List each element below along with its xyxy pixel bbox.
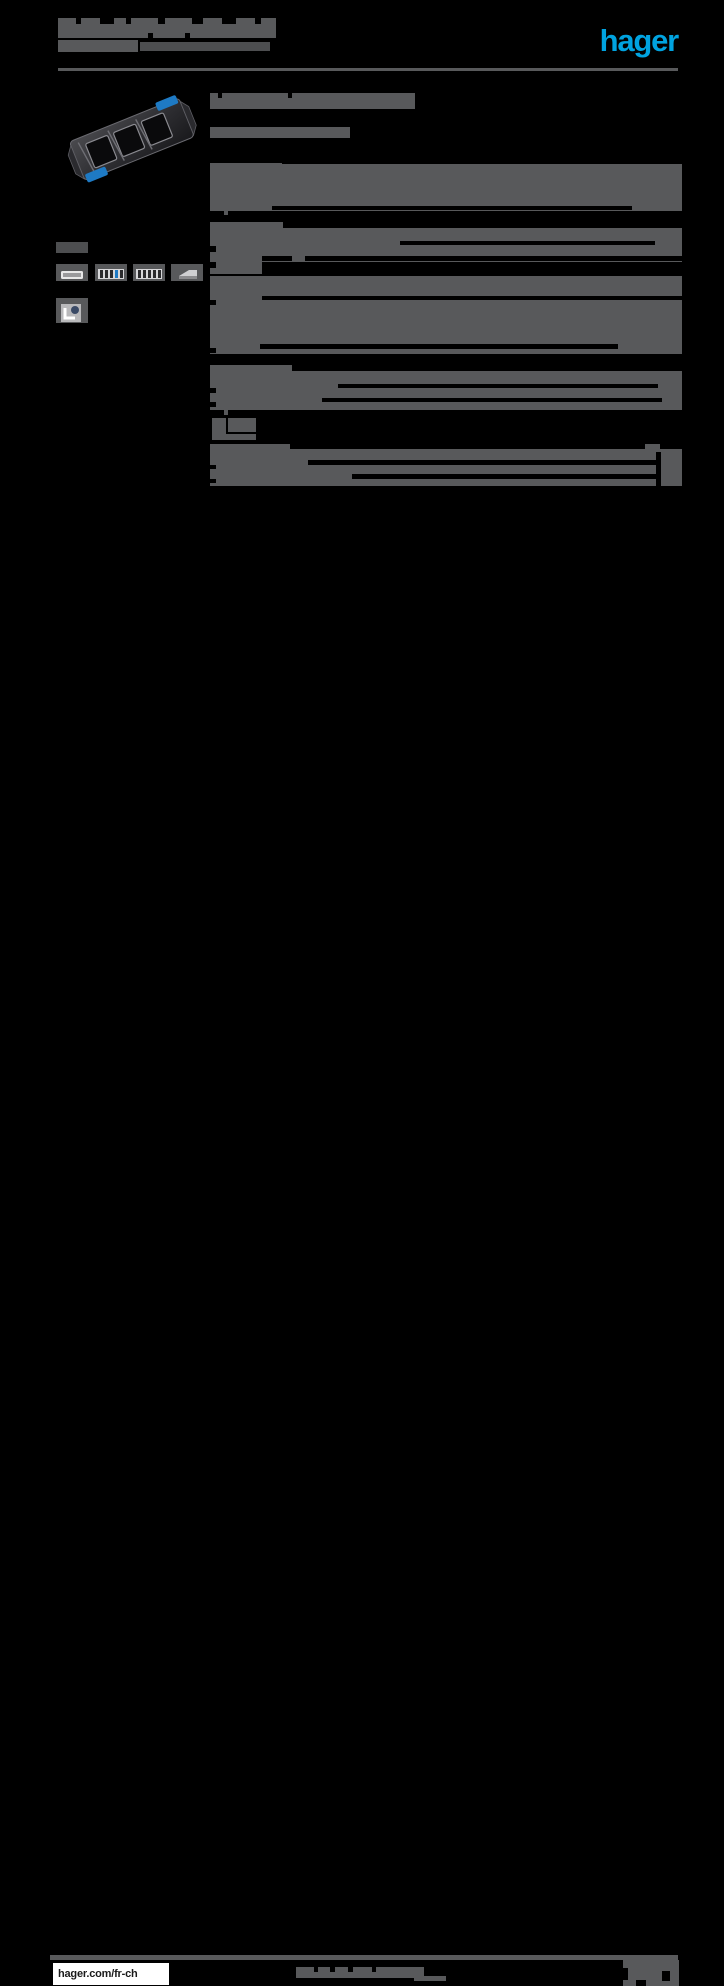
terminal-block-alt-icon bbox=[133, 264, 165, 288]
spec-row-leader bbox=[322, 398, 662, 402]
spec-section-1 bbox=[210, 160, 682, 215]
product-photo bbox=[55, 85, 205, 195]
section-subheading bbox=[210, 127, 350, 138]
spec-section-4 bbox=[210, 444, 682, 486]
certification-icon bbox=[56, 298, 88, 330]
hager-logo-text: hager bbox=[599, 23, 680, 58]
page-footer: hager.com/fr-ch bbox=[0, 975, 724, 1986]
spec-row-leader bbox=[352, 474, 656, 479]
section-heading bbox=[210, 93, 415, 109]
spec-row-leader bbox=[262, 296, 682, 300]
spec-badge-prefix bbox=[212, 418, 226, 438]
spec-row-leader bbox=[400, 241, 655, 245]
spec-section-3 bbox=[210, 365, 682, 415]
connector-icon bbox=[56, 264, 88, 288]
spec-row-leader bbox=[260, 344, 618, 349]
page-title-line1 bbox=[58, 18, 276, 38]
spec-row-leader bbox=[272, 206, 632, 210]
spec-row-leader bbox=[338, 384, 658, 388]
footer-right-text bbox=[623, 1960, 679, 1986]
icons-section-label bbox=[56, 242, 88, 253]
spec-section-2b bbox=[210, 276, 682, 354]
header-divider bbox=[58, 68, 678, 71]
footer-divider bbox=[50, 1955, 678, 1960]
spec-badge-underline bbox=[212, 434, 256, 440]
footer-url-link[interactable]: hager.com/fr-ch bbox=[53, 1963, 169, 1985]
hager-logo: hager bbox=[592, 23, 680, 58]
spec-row-leader bbox=[308, 460, 656, 465]
spec-badge bbox=[228, 418, 256, 432]
page-header: hager bbox=[0, 0, 724, 80]
mounting-rail-icon bbox=[171, 264, 203, 288]
page-subtitle bbox=[140, 42, 270, 51]
footer-url-text: hager.com/fr-ch bbox=[58, 1968, 138, 1980]
terminal-block-icon bbox=[95, 264, 127, 288]
